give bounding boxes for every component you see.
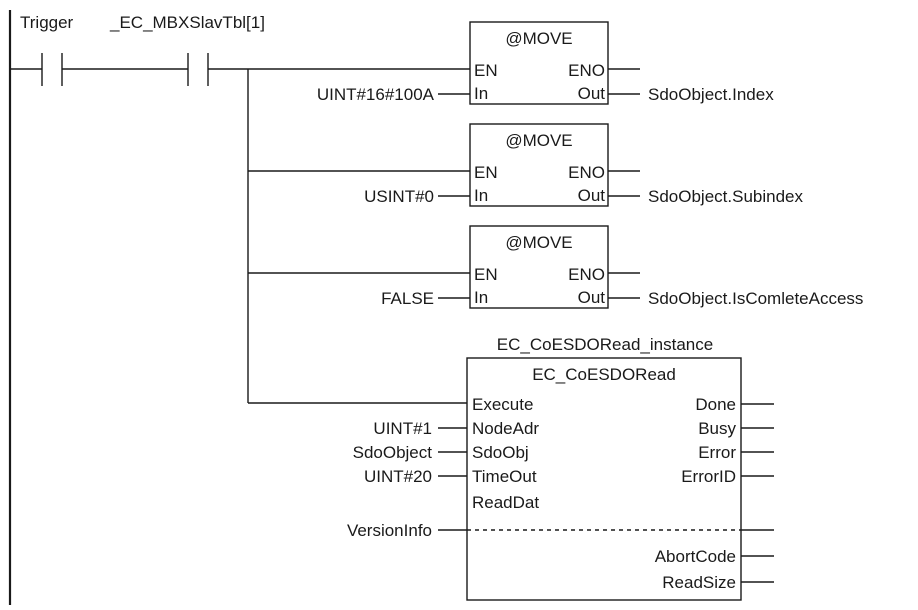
move-output-var: SdoObject.Subindex (648, 187, 803, 206)
move-eno-label: ENO (568, 61, 605, 80)
fb-output-errorid: ErrorID (681, 467, 736, 486)
fb-output-done: Done (695, 395, 736, 414)
move-en-label: EN (474, 265, 498, 284)
move-out-label: Out (578, 288, 606, 307)
move-out-label: Out (578, 186, 606, 205)
move-block-2: @MOVE EN ENO In Out (469, 123, 609, 207)
move-in-label: In (474, 84, 488, 103)
contact-trigger (41, 53, 63, 86)
contact-label-slave-table: _EC_MBXSlavTbl[1] (109, 13, 265, 32)
move-input-value: FALSE (381, 289, 434, 308)
contact-label-trigger: Trigger (20, 13, 74, 32)
fb-input-readdat: ReadDat (472, 493, 539, 512)
fb-type-name: EC_CoESDORead (532, 365, 676, 384)
fb-input-value-timeout: UINT#20 (364, 467, 432, 486)
fb-output-abortcode: AbortCode (655, 547, 736, 566)
move-eno-label: ENO (568, 163, 605, 182)
fb-output-busy: Busy (698, 419, 736, 438)
fb-inout-value-readdat: VersionInfo (347, 521, 432, 540)
fb-input-sdoobj: SdoObj (472, 443, 529, 462)
move-block-3: @MOVE EN ENO In Out (469, 225, 609, 309)
fb-ec-coesdoread: EC_CoESDORead Execute NodeAdr SdoObj Tim… (466, 357, 742, 601)
fb-input-value-sdoobj: SdoObject (353, 443, 433, 462)
move-block-title: @MOVE (505, 29, 572, 48)
move-input-value: UINT#16#100A (317, 85, 435, 104)
move-eno-label: ENO (568, 265, 605, 284)
move-en-label: EN (474, 163, 498, 182)
move-en-label: EN (474, 61, 498, 80)
move-output-var: SdoObject.IsComleteAccess (648, 289, 863, 308)
fb-output-readsize: ReadSize (662, 573, 736, 592)
fb-input-nodeadr: NodeAdr (472, 419, 539, 438)
fb-input-execute: Execute (472, 395, 533, 414)
move-output-var: SdoObject.Index (648, 85, 774, 104)
fb-input-timeout: TimeOut (472, 467, 537, 486)
contact-slave-table (187, 53, 209, 86)
move-in-label: In (474, 186, 488, 205)
move-block-title: @MOVE (505, 131, 572, 150)
move-block-title: @MOVE (505, 233, 572, 252)
fb-output-error: Error (698, 443, 736, 462)
move-block-1: @MOVE EN ENO In Out (469, 21, 609, 105)
move-out-label: Out (578, 84, 606, 103)
move-in-label: In (474, 288, 488, 307)
move-input-value: USINT#0 (364, 187, 434, 206)
fb-instance-name: EC_CoESDORead_instance (497, 335, 713, 354)
fb-input-value-nodeadr: UINT#1 (373, 419, 432, 438)
